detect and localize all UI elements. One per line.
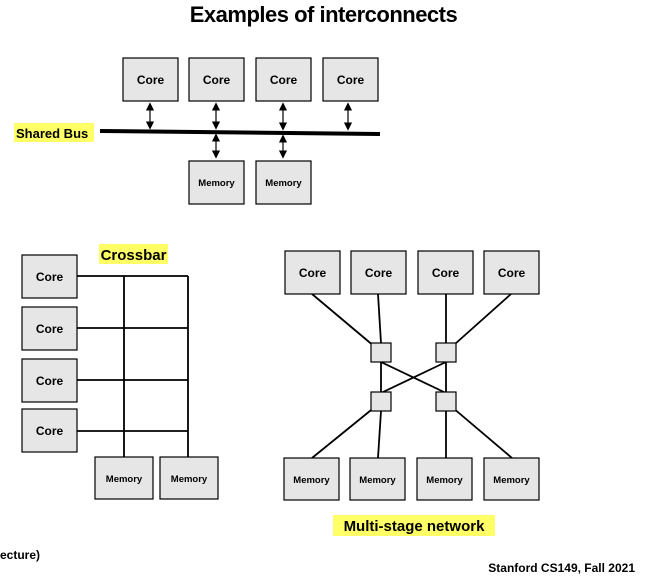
crossbar-memory-2: Memory <box>159 456 219 500</box>
shared-bus-core-2: Core <box>188 57 245 102</box>
multistage-core-3: Core <box>417 250 474 295</box>
multistage-memory-4: Memory <box>483 457 540 501</box>
slide-title: Examples of interconnects <box>189 2 458 27</box>
svg-text:Core: Core <box>36 424 64 438</box>
multistage-switch-1 <box>370 342 392 363</box>
svg-text:Memory: Memory <box>359 475 396 486</box>
footer-left-text: ecture) <box>0 548 41 562</box>
multistage-wire-core4 <box>445 293 512 353</box>
multistage-wire-core1 <box>311 293 382 353</box>
multistage-switch-3 <box>370 391 392 412</box>
multistage-memory-2: Memory <box>349 457 406 501</box>
crossbar-section: Crossbar Core Core Core Core Memory <box>21 244 219 500</box>
multistage-wire-cross-2 <box>380 361 447 394</box>
multistage-wire-mem1 <box>311 401 382 459</box>
svg-text:Core: Core <box>36 374 64 388</box>
svg-text:Core: Core <box>137 73 165 87</box>
shared-bus-section: Shared Bus Core Core Core Core <box>14 57 381 205</box>
crossbar-core-1: Core <box>21 254 78 299</box>
svg-text:Core: Core <box>270 73 298 87</box>
multistage-wire-core2 <box>377 293 382 344</box>
crossbar-label: Crossbar <box>101 247 167 264</box>
multistage-wire-mem2 <box>377 410 382 459</box>
multistage-switch-4 <box>435 391 457 412</box>
multistage-core-1: Core <box>284 250 341 295</box>
multistage-label-highlight <box>333 515 495 536</box>
crossbar-core-3: Core <box>21 358 78 403</box>
shared-bus-line <box>99 129 381 136</box>
crossbar-label-highlight <box>99 244 168 264</box>
multistage-wire-mem4 <box>445 401 513 459</box>
svg-text:Memory: Memory <box>426 475 463 486</box>
crossbar-core-4: Core <box>21 408 78 453</box>
shared-bus-memory-2: Memory <box>255 160 312 205</box>
svg-text:Memory: Memory <box>171 474 208 485</box>
shared-bus-label-highlight <box>14 123 94 142</box>
footer-course-label: Stanford CS149, Fall 2021 <box>488 561 635 575</box>
svg-text:Memory: Memory <box>265 178 302 189</box>
svg-text:Core: Core <box>299 266 327 280</box>
multistage-label: Multi-stage network <box>344 518 486 535</box>
svg-text:Core: Core <box>36 322 64 336</box>
svg-text:Memory: Memory <box>293 475 330 486</box>
multistage-memory-1: Memory <box>283 457 340 501</box>
shared-bus-core-3: Core <box>255 57 312 102</box>
svg-text:Core: Core <box>203 73 231 87</box>
shared-bus-label: Shared Bus <box>16 126 88 141</box>
multistage-section: Core Core Core Core Memory Memory Memory <box>283 250 540 536</box>
svg-text:Core: Core <box>498 266 526 280</box>
svg-text:Memory: Memory <box>493 475 530 486</box>
shared-bus-core-4: Core <box>322 57 379 102</box>
shared-bus-memory-1: Memory <box>188 160 245 205</box>
multistage-memory-3: Memory <box>416 457 473 501</box>
crossbar-core-2: Core <box>21 306 78 351</box>
svg-text:Core: Core <box>36 270 64 284</box>
svg-text:Core: Core <box>337 73 365 87</box>
shared-bus-core-1: Core <box>122 57 179 102</box>
multistage-core-4: Core <box>483 250 540 295</box>
multistage-core-2: Core <box>350 250 407 295</box>
svg-text:Core: Core <box>365 266 393 280</box>
multistage-switch-2 <box>435 342 457 363</box>
svg-text:Memory: Memory <box>106 474 143 485</box>
svg-text:Memory: Memory <box>198 178 235 189</box>
svg-text:Core: Core <box>432 266 460 280</box>
crossbar-memory-1: Memory <box>94 456 154 500</box>
